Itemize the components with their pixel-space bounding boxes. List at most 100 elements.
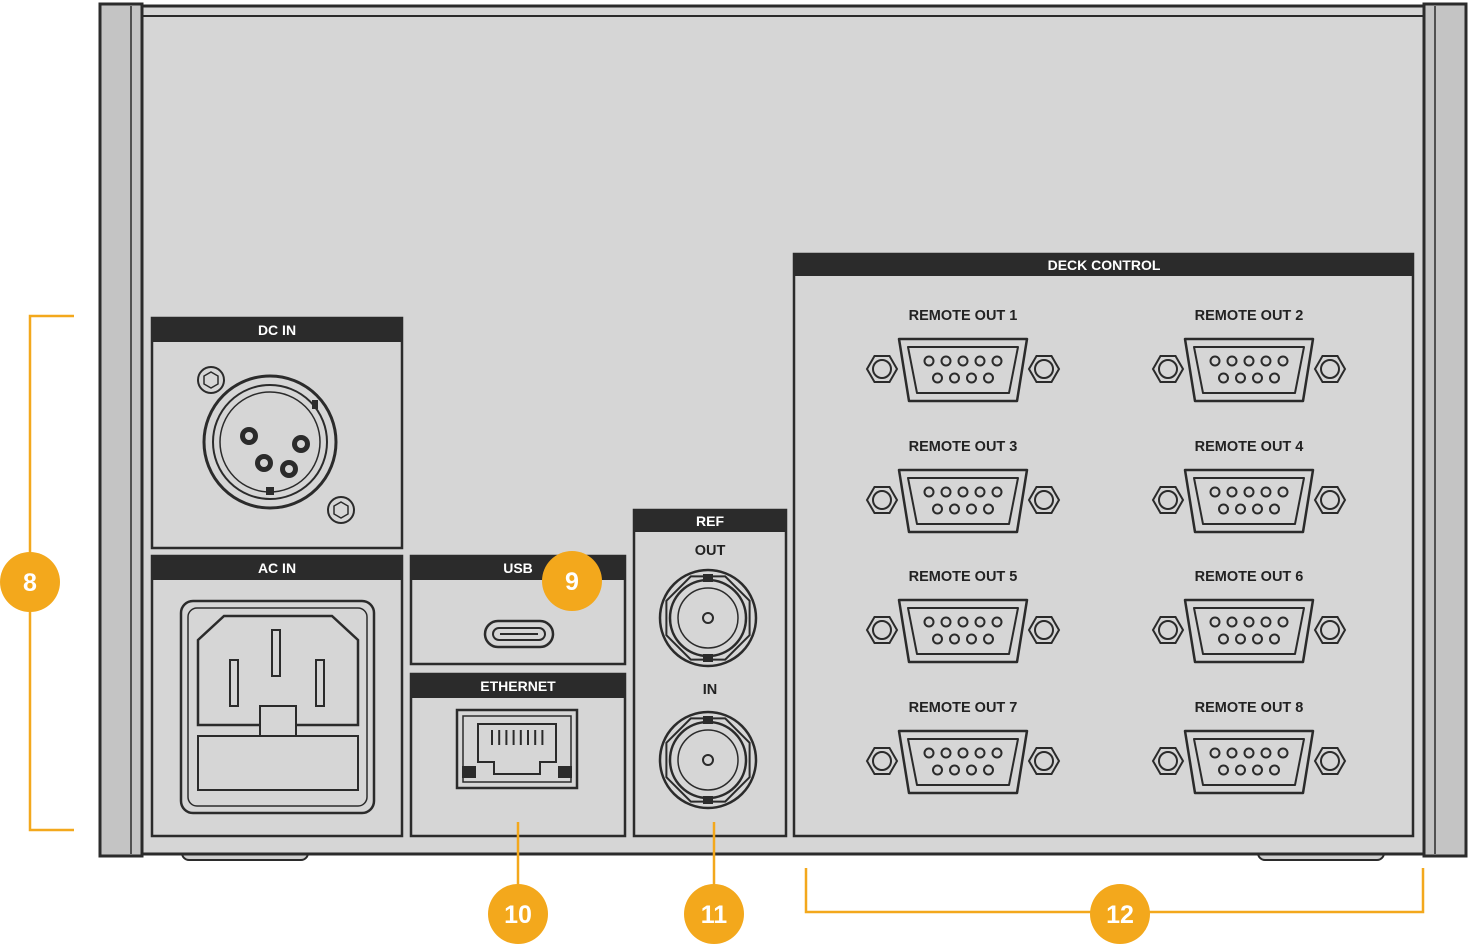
de9-pin — [974, 747, 986, 759]
de9-pin — [1218, 503, 1229, 515]
remote-out-label: REMOTE OUT 4 — [1195, 439, 1304, 455]
de9-pin — [1252, 764, 1263, 776]
de9-pin — [1209, 486, 1221, 498]
de9-pin — [1243, 747, 1255, 759]
dc-in-label: DC IN — [258, 322, 296, 338]
de9-pin — [983, 503, 994, 515]
dc-mount-screw-top — [197, 366, 225, 394]
de9-pin — [1252, 372, 1263, 384]
de9-pin — [932, 764, 943, 776]
right-side-rail — [1422, 2, 1468, 858]
remote-out-port[interactable]: REMOTE OUT 6 — [1151, 569, 1347, 664]
remote-out-label: REMOTE OUT 2 — [1195, 308, 1304, 324]
de9-pin — [1226, 486, 1238, 498]
remote-out-label: REMOTE OUT 8 — [1195, 700, 1304, 716]
de9-pin — [1218, 372, 1229, 384]
callout-9-badge: 9 — [542, 551, 602, 611]
de9-pin — [1226, 616, 1238, 628]
de9-pin — [1218, 633, 1229, 645]
ref-module: REF OUT IN — [632, 508, 788, 838]
callout-12-text: 12 — [1106, 901, 1134, 929]
de9-pin — [940, 747, 952, 759]
de9-pin — [949, 633, 960, 645]
remote-out-port[interactable]: REMOTE OUT 4 — [1151, 439, 1347, 534]
callout-8-badge: 8 — [0, 552, 60, 612]
de9-pin — [940, 355, 952, 367]
de9-pin — [1209, 616, 1221, 628]
callout-12-badge: 12 — [1090, 884, 1150, 944]
ac-in-label: AC IN — [258, 560, 296, 576]
de9-pin — [991, 747, 1003, 759]
remote-out-port[interactable]: REMOTE OUT 2 — [1151, 308, 1347, 403]
rj45-port[interactable] — [455, 708, 579, 790]
de9-pin — [1235, 372, 1246, 384]
ref-out-label: OUT — [695, 543, 726, 559]
de9-pin — [983, 372, 994, 384]
bnc-ref-out-connector[interactable] — [658, 568, 758, 668]
remote-out-label: REMOTE OUT 3 — [909, 439, 1018, 455]
remote-out-label: REMOTE OUT 7 — [909, 700, 1018, 716]
de9-pin — [923, 355, 935, 367]
remote-out-port[interactable]: REMOTE OUT 7 — [865, 700, 1061, 795]
de9-pin — [932, 372, 943, 384]
left-side-rail — [98, 2, 144, 858]
de9-pin — [1209, 747, 1221, 759]
de9-pin — [932, 503, 943, 515]
de9-pin — [991, 355, 1003, 367]
de9-pin — [1277, 486, 1289, 498]
remote-out-port[interactable]: REMOTE OUT 8 — [1151, 700, 1347, 795]
ethernet-module: ETHERNET — [409, 672, 627, 838]
callout-10-text: 10 — [504, 901, 532, 929]
de9-pin — [1209, 355, 1221, 367]
callout-11-text: 11 — [701, 901, 728, 929]
remote-out-port[interactable]: REMOTE OUT 1 — [865, 308, 1061, 403]
de9-pin — [1269, 503, 1280, 515]
de9-pin — [1252, 633, 1263, 645]
de9-pin — [1252, 503, 1263, 515]
usb-label: USB — [503, 560, 533, 576]
de9-pin — [1260, 747, 1272, 759]
de9-pin — [1269, 633, 1280, 645]
de9-pin — [1277, 747, 1289, 759]
de9-pin — [1269, 372, 1280, 384]
remote-out-port[interactable]: REMOTE OUT 5 — [865, 569, 1061, 664]
de9-pin — [923, 747, 935, 759]
callout-11-badge: 11 — [684, 884, 744, 944]
de9-pin — [966, 503, 977, 515]
de9-pin — [1260, 486, 1272, 498]
de9-pin — [991, 616, 1003, 628]
de9-pin — [1277, 616, 1289, 628]
remote-out-port[interactable]: REMOTE OUT 3 — [865, 439, 1061, 534]
de9-pin — [932, 633, 943, 645]
de9-pin — [974, 355, 986, 367]
de9-pin — [1243, 486, 1255, 498]
ref-label: REF — [696, 513, 724, 529]
de9-pin — [1218, 764, 1229, 776]
de9-pin — [1243, 355, 1255, 367]
usb-c-port[interactable] — [483, 619, 555, 649]
de9-pin — [1243, 616, 1255, 628]
remote-out-label: REMOTE OUT 1 — [909, 308, 1018, 324]
xlr-connector[interactable] — [202, 374, 338, 510]
de9-pin — [923, 616, 935, 628]
remote-out-label: REMOTE OUT 5 — [909, 569, 1018, 585]
de9-pin — [1226, 355, 1238, 367]
de9-pin — [974, 486, 986, 498]
de9-pin — [974, 616, 986, 628]
usb-module: USB — [409, 554, 627, 666]
callout-9-text: 9 — [565, 568, 579, 596]
de9-pin — [949, 503, 960, 515]
de9-pin — [923, 486, 935, 498]
ac-in-module: AC IN — [150, 554, 404, 838]
iec-power-inlet[interactable] — [179, 599, 376, 815]
de9-pin — [966, 372, 977, 384]
ref-in-label: IN — [703, 682, 718, 698]
bnc-ref-in-connector[interactable] — [658, 710, 758, 810]
de9-pin — [949, 764, 960, 776]
de9-pin — [1260, 616, 1272, 628]
dc-mount-screw-bottom — [327, 496, 355, 524]
de9-pin — [940, 616, 952, 628]
